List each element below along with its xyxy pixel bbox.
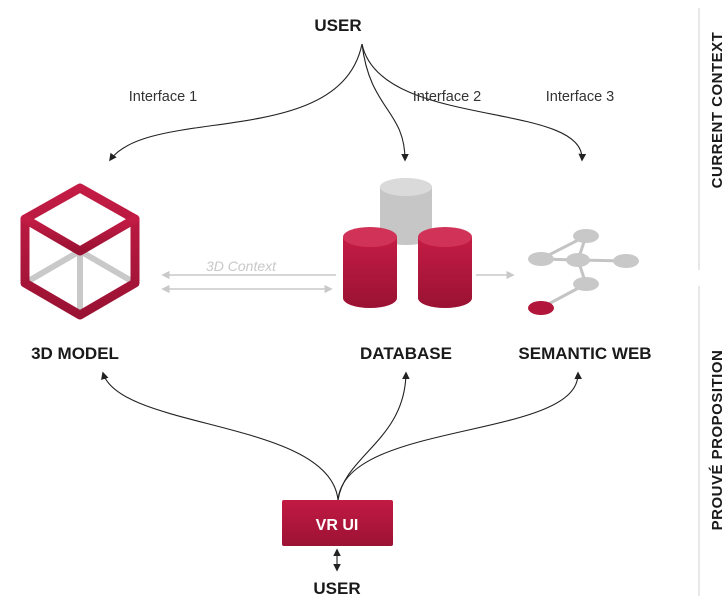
cube-icon: [20, 183, 140, 320]
prouve-proposition-label: PROUVÉ PROPOSITION: [709, 350, 726, 531]
interface-1-label: Interface 1: [129, 89, 198, 105]
interface-3-arrow: [361, 43, 587, 162]
top-user-label: USER: [314, 16, 361, 35]
model-label: 3D MODEL: [31, 344, 119, 363]
graph-icon: [528, 229, 639, 315]
database-icon: [343, 178, 472, 308]
current-context-label: CURRENT CONTEXT: [709, 32, 726, 189]
interface-3-label: Interface 3: [546, 89, 615, 105]
vr-ui-box: [282, 500, 393, 546]
interface-2-label: Interface 2: [413, 89, 482, 105]
interface-2-arrow: [361, 43, 409, 162]
interface-1-arrow: [109, 43, 363, 162]
vr-to-database-arrow: [337, 371, 410, 501]
database-label: DATABASE: [360, 344, 452, 363]
bottom-user-label: USER: [313, 579, 360, 598]
vr-to-semantic-arrow: [337, 371, 583, 501]
vr-ui-label: VR UI: [316, 517, 359, 534]
vr-to-model-arrow: [101, 371, 339, 501]
context-label: 3D Context: [206, 258, 277, 274]
semantic-label: SEMANTIC WEB: [518, 344, 651, 363]
